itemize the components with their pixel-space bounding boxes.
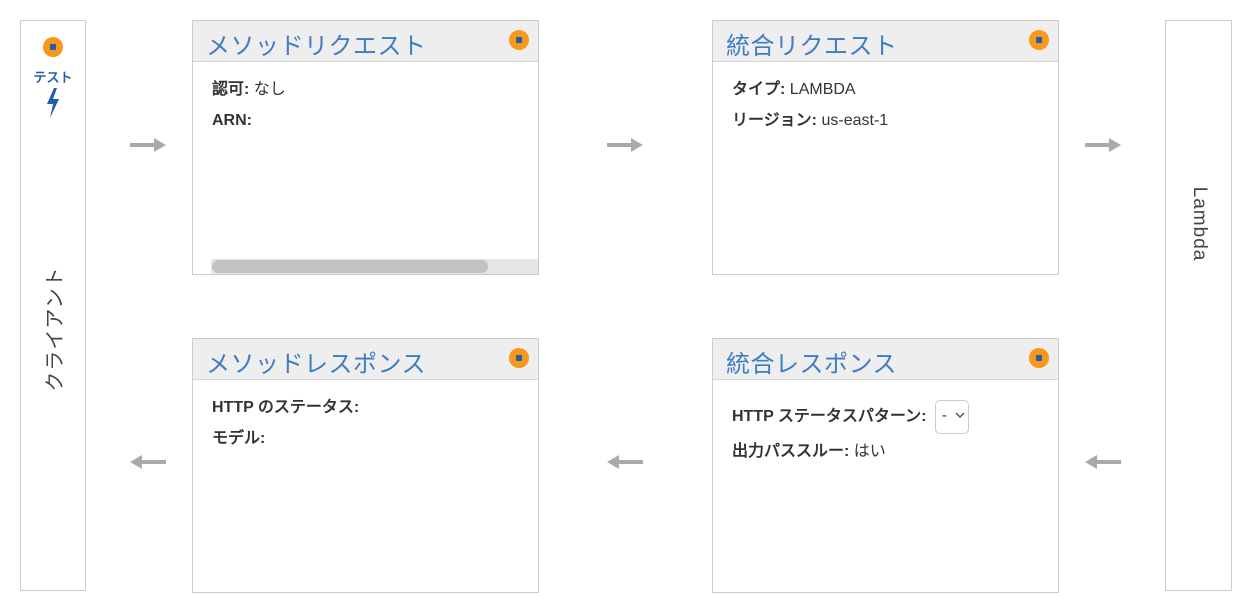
region-label: リージョン:	[732, 112, 818, 129]
arrow-left-icon	[130, 455, 166, 469]
auth-row: 認可: なし	[212, 74, 519, 105]
type-value: LAMBDA	[789, 81, 856, 98]
lambda-panel[interactable]: Lambda	[1165, 20, 1232, 591]
passthrough-row: 出力パススルー: はい	[732, 436, 1039, 467]
http-status-row: HTTP のステータス:	[212, 392, 519, 423]
integration-request-card: 統合リクエスト タイプ: LAMBDA リージョン: us-east-1	[712, 20, 1059, 275]
status-dot-icon[interactable]	[1029, 348, 1049, 368]
status-dot-icon[interactable]	[43, 37, 63, 57]
method-response-header[interactable]: メソッドレスポンス	[193, 339, 538, 380]
chevron-down-icon	[955, 412, 965, 418]
integration-request-title[interactable]: 統合リクエスト	[726, 33, 898, 60]
method-request-card: メソッドリクエスト 認可: なし ARN:	[192, 20, 539, 275]
test-link[interactable]: テスト	[33, 70, 73, 85]
arrow-left-icon	[607, 455, 643, 469]
status-pattern-row: HTTP ステータスパターン: -	[732, 398, 1039, 436]
horizontal-scrollbar[interactable]	[211, 259, 538, 274]
status-pattern-value: -	[941, 406, 947, 424]
model-row: モデル:	[212, 423, 519, 454]
lightning-bolt-icon[interactable]	[45, 88, 61, 123]
method-response-card: メソッドレスポンス HTTP のステータス: モデル:	[192, 338, 539, 593]
integration-request-header[interactable]: 統合リクエスト	[713, 21, 1058, 62]
arn-label: ARN:	[212, 112, 252, 129]
integration-response-header[interactable]: 統合レスポンス	[713, 339, 1058, 380]
auth-label: 認可:	[212, 81, 250, 98]
arrow-left-icon	[1085, 455, 1121, 469]
arn-row: ARN:	[212, 105, 519, 136]
status-dot-icon[interactable]	[509, 348, 529, 368]
passthrough-value: はい	[853, 443, 886, 460]
integration-response-title[interactable]: 統合レスポンス	[726, 351, 898, 378]
status-dot-icon[interactable]	[1029, 30, 1049, 50]
status-dot-icon[interactable]	[509, 30, 529, 50]
client-label: クライアント	[44, 266, 67, 392]
arrow-right-icon	[607, 138, 643, 152]
integration-response-card: 統合レスポンス HTTP ステータスパターン: - 出力パススルー: はい	[712, 338, 1059, 593]
passthrough-label: 出力パススルー:	[732, 443, 850, 460]
lambda-label[interactable]: Lambda	[1189, 186, 1210, 262]
region-row: リージョン: us-east-1	[732, 105, 1039, 136]
method-request-title[interactable]: メソッドリクエスト	[206, 33, 427, 60]
type-label: タイプ:	[732, 81, 786, 98]
scrollbar-thumb[interactable]	[212, 260, 488, 273]
method-request-header[interactable]: メソッドリクエスト	[193, 21, 538, 62]
status-pattern-select[interactable]: -	[934, 399, 969, 434]
region-value: us-east-1	[821, 112, 889, 129]
type-row: タイプ: LAMBDA	[732, 74, 1039, 105]
model-label: モデル:	[212, 430, 266, 447]
model-value-redacted	[269, 432, 470, 445]
auth-value: なし	[253, 81, 286, 98]
status-pattern-label: HTTP ステータスパターン:	[732, 408, 927, 425]
http-status-label: HTTP のステータス:	[212, 399, 360, 416]
arrow-right-icon	[130, 138, 166, 152]
arrow-right-icon	[1085, 138, 1121, 152]
arn-value-redacted	[256, 114, 457, 127]
client-panel: テスト クライアント	[20, 20, 86, 591]
method-response-title[interactable]: メソッドレスポンス	[206, 351, 427, 378]
